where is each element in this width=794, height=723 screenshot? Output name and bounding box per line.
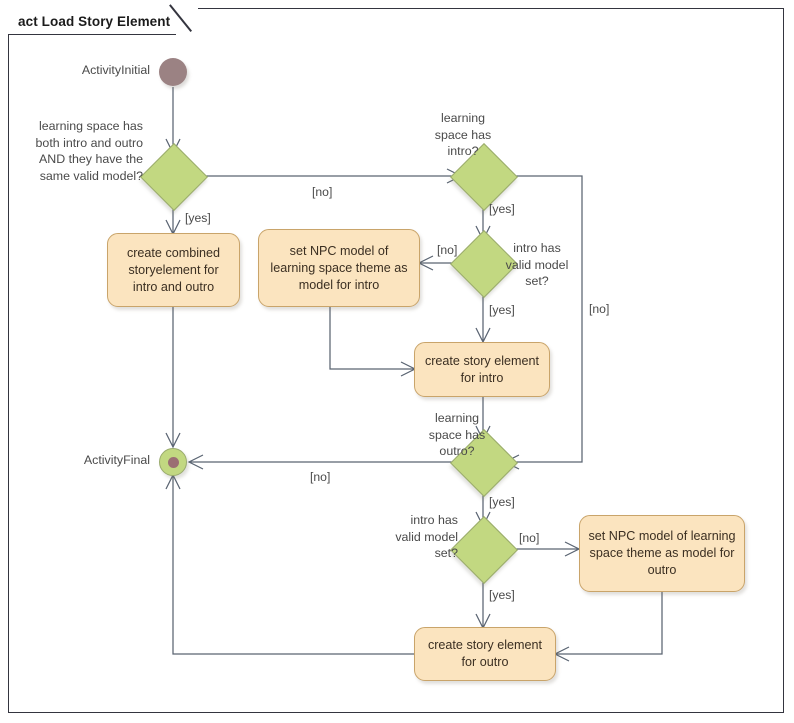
guard-has-outro-no: [no] [310,470,331,484]
guard-has-intro-yes: [yes] [489,202,515,216]
activity-initial-label: ActivityInitial [81,63,150,77]
guard-has-intro-no: [no] [589,302,610,316]
guard-intro-model-no: [no] [437,243,458,257]
decision-outro-valid-model-label: intro has valid model set? [395,513,458,560]
activity-final-inner-dot [167,456,179,468]
guard-intro-model-yes: [yes] [489,303,515,317]
decision-has-outro-label: learning space has outro? [428,411,486,458]
decision-has-intro-label: learning space has intro? [434,111,492,158]
guard-outro-model-no: [no] [519,531,540,545]
action-set-npc-model-intro[interactable]: set NPC model of learning space theme as… [258,229,420,307]
activity-final-label: ActivityFinal [83,453,150,467]
action-create-story-element-intro[interactable]: create story element for intro [414,342,550,397]
activity-initial-node[interactable] [159,58,187,86]
decision-both-intro-outro-label: learning space has both intro and outro … [35,119,143,183]
guard-outro-model-yes: [yes] [489,588,515,602]
frame-title-tab: act Load Story Element [8,8,199,35]
action-create-combined-storyelement[interactable]: create combined storyelement for intro a… [107,233,240,307]
guard-both-no: [no] [312,185,333,199]
frame-title-label: act Load Story Element [18,13,171,29]
action-set-npc-model-outro[interactable]: set NPC model of learning space theme as… [579,515,745,592]
decision-intro-valid-model-label: intro has valid model set? [505,241,569,288]
diagram-frame [8,8,784,713]
action-create-story-element-outro[interactable]: create story element for outro [414,627,556,681]
guard-has-outro-yes: [yes] [489,495,515,509]
frame-title-tab-slope [176,8,198,35]
frame-title-tab-body: act Load Story Element [8,8,177,35]
guard-both-yes: [yes] [185,211,211,225]
activity-final-node[interactable] [159,448,187,476]
